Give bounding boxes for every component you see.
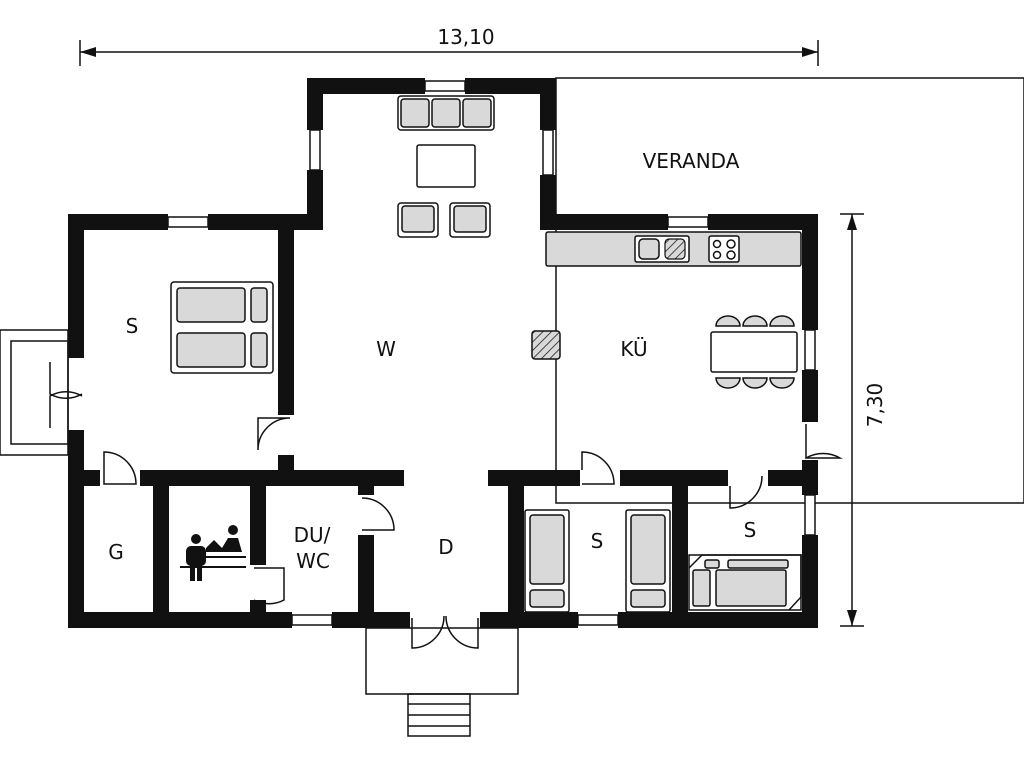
depth-label: 7,30 xyxy=(863,383,887,428)
width-label: 13,10 xyxy=(437,25,494,49)
room-label-bedroom-middle: S xyxy=(591,529,604,553)
terrace-door-left[interactable] xyxy=(49,362,83,400)
sauna-door[interactable] xyxy=(253,567,285,605)
room-label-shower-wc-2: WC xyxy=(296,549,330,573)
room-label-bedroom-left: S xyxy=(126,314,139,338)
kitchen-counter xyxy=(545,231,802,267)
entrance-porch xyxy=(365,627,519,737)
room-label-veranda: VERANDA xyxy=(643,149,740,173)
shower-door[interactable] xyxy=(361,497,395,531)
bedroom-middle-door[interactable] xyxy=(581,451,615,485)
armchair-seat xyxy=(453,205,487,233)
double-bed xyxy=(170,281,274,374)
entrance-door-left[interactable] xyxy=(411,615,445,649)
single-bed xyxy=(524,509,570,613)
stove-icon xyxy=(708,235,740,263)
room-label-living: W xyxy=(376,337,396,361)
room-label-hall: D xyxy=(438,535,453,559)
bunk-bed xyxy=(688,554,802,611)
doors xyxy=(49,362,843,649)
entrance-door-right[interactable] xyxy=(445,615,479,649)
room-label-kitchen: KÜ xyxy=(620,337,647,361)
depth-dimension: 7,30 xyxy=(840,213,887,627)
windows xyxy=(167,80,816,626)
coffee-table xyxy=(416,144,476,188)
room-label-shower-wc-1: DU/ xyxy=(294,523,331,547)
veranda-door[interactable] xyxy=(805,424,843,460)
armchair-seat xyxy=(401,205,435,233)
storage-door[interactable] xyxy=(103,451,137,485)
width-dimension: 13,10 xyxy=(79,25,819,66)
single-bed xyxy=(625,509,671,613)
bedroom-right-door[interactable] xyxy=(729,475,763,509)
sauna-icon xyxy=(180,525,246,581)
veranda-outline xyxy=(555,77,1024,504)
room-label-bedroom-right: S xyxy=(744,518,757,542)
fireplace-icon xyxy=(531,330,561,360)
sofa xyxy=(397,95,495,131)
dining-table xyxy=(710,315,798,389)
terrace-door-right[interactable] xyxy=(49,390,83,428)
walls xyxy=(68,78,818,628)
bedroom-left-door[interactable] xyxy=(257,417,291,451)
room-label-storage: G xyxy=(108,540,124,564)
